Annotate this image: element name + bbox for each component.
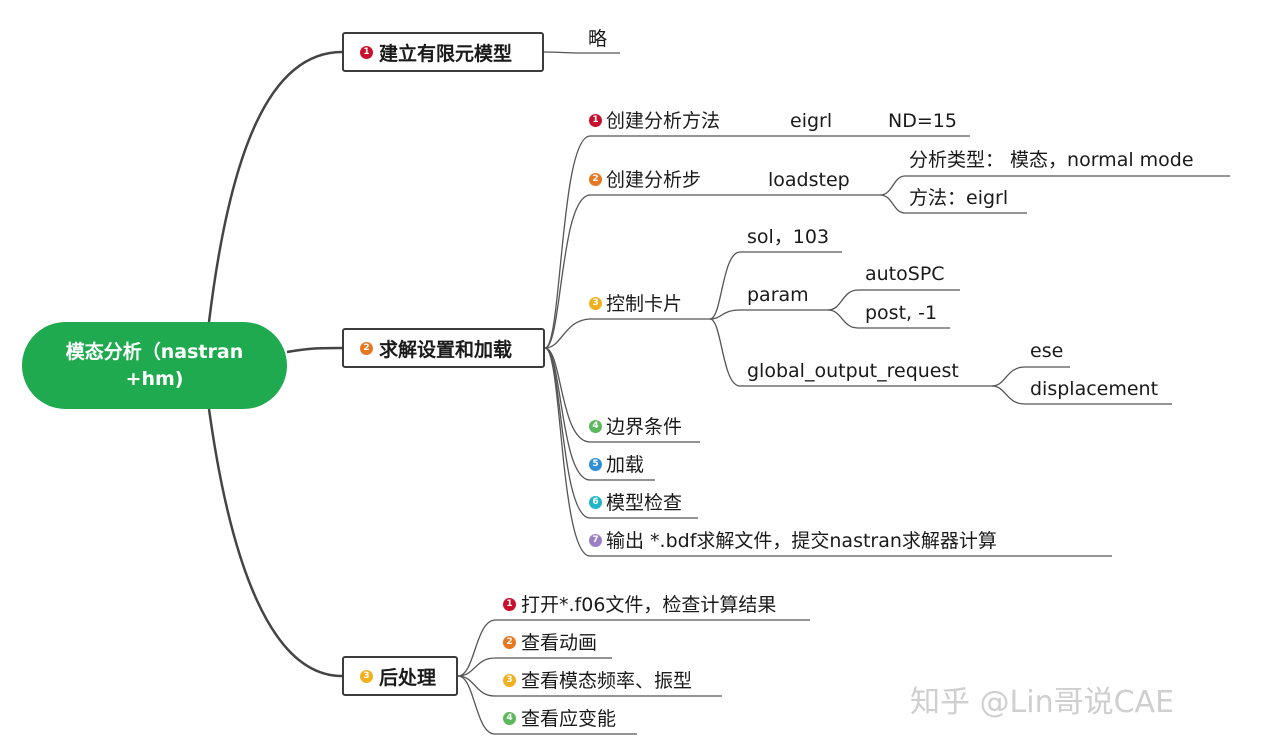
topic-control-cards[interactable]: 控制卡片 — [606, 293, 683, 315]
leaf-ese: ese — [1030, 340, 1064, 362]
number-badge-icon: 2 — [589, 173, 602, 186]
topic-open-f06[interactable]: 打开*.f06文件，检查计算结果 — [521, 594, 777, 616]
topic-output-bdf[interactable]: 输出 *.bdf求解文件，提交nastran求解器计算 — [606, 530, 997, 552]
number-badge-icon: 3 — [503, 674, 516, 687]
topic-method-eigrl: eigrl — [790, 110, 833, 132]
branch-build-model-child: 略 — [588, 28, 608, 50]
number-badge-icon: 3 — [360, 669, 373, 683]
watermark: 知乎 @Lin哥说CAE — [910, 685, 1175, 720]
root-label: 模态分析（nastran +hm) — [65, 340, 244, 390]
topic-loading[interactable]: 加载 — [606, 454, 645, 476]
topic-global-output[interactable]: global_output_request — [747, 360, 959, 382]
branch-post-processing[interactable]: 3 后处理 — [342, 656, 458, 696]
branch-label: 后处理 — [379, 666, 437, 689]
number-badge-icon: 5 — [589, 458, 602, 471]
number-badge-icon: 2 — [360, 341, 373, 355]
number-badge-icon: 4 — [589, 420, 602, 433]
number-badge-icon: 1 — [503, 598, 516, 611]
branch-label: 建立有限元模型 — [379, 42, 513, 65]
topic-create-step[interactable]: 创建分析步 — [606, 169, 702, 191]
topic-boundary[interactable]: 边界条件 — [606, 416, 683, 438]
topic-view-modes[interactable]: 查看模态频率、振型 — [521, 670, 693, 692]
branch-label: 求解设置和加载 — [379, 338, 513, 361]
number-badge-icon: 2 — [503, 636, 516, 649]
number-badge-icon: 1 — [360, 45, 373, 59]
number-badge-icon: 6 — [589, 496, 602, 509]
number-badge-icon: 7 — [589, 534, 602, 547]
topic-create-method[interactable]: 创建分析方法 — [606, 110, 721, 132]
topic-method-nd: ND=15 — [888, 110, 957, 132]
root-node[interactable]: 模态分析（nastran +hm) — [22, 322, 287, 409]
topic-model-check[interactable]: 模型检查 — [606, 492, 683, 514]
topic-view-strain-energy[interactable]: 查看应变能 — [521, 708, 617, 730]
leaf-analysis-type: 分析类型： 模态，normal mode — [909, 149, 1194, 171]
leaf-autospc: autoSPC — [865, 263, 945, 285]
topic-sol: sol，103 — [747, 226, 830, 248]
topic-view-animation[interactable]: 查看动画 — [521, 632, 598, 654]
topic-param[interactable]: param — [747, 284, 809, 306]
number-badge-icon: 4 — [503, 712, 516, 725]
branch-solve-setup[interactable]: 2 求解设置和加载 — [342, 328, 545, 368]
leaf-displacement: displacement — [1030, 378, 1159, 400]
leaf-method: 方法：eigrl — [909, 187, 1009, 209]
topic-loadstep[interactable]: loadstep — [768, 169, 850, 191]
number-badge-icon: 3 — [589, 297, 602, 310]
number-badge-icon: 1 — [589, 114, 602, 127]
branch-build-model[interactable]: 1 建立有限元模型 — [342, 32, 544, 72]
leaf-post: post, -1 — [865, 302, 938, 324]
